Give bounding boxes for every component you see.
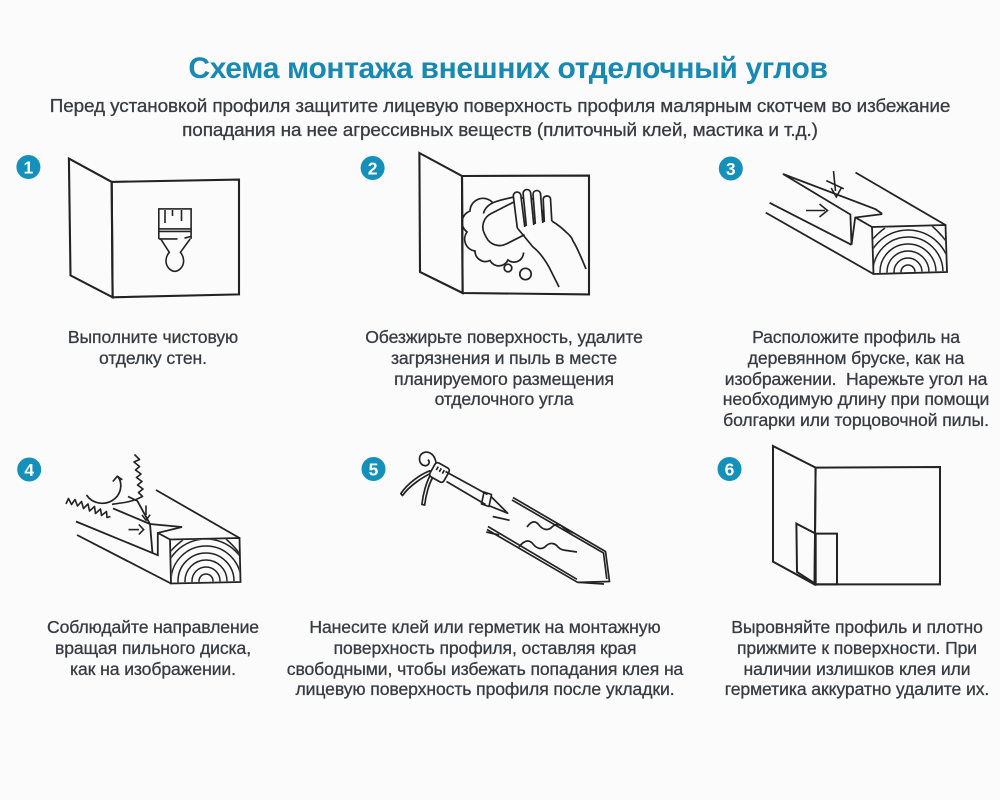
svg-text:1: 1 (24, 157, 34, 177)
svg-text:4: 4 (24, 460, 34, 480)
svg-text:2: 2 (368, 158, 378, 178)
svg-text:6: 6 (725, 459, 735, 479)
svg-text:5: 5 (369, 459, 379, 479)
svg-text:3: 3 (726, 159, 736, 179)
